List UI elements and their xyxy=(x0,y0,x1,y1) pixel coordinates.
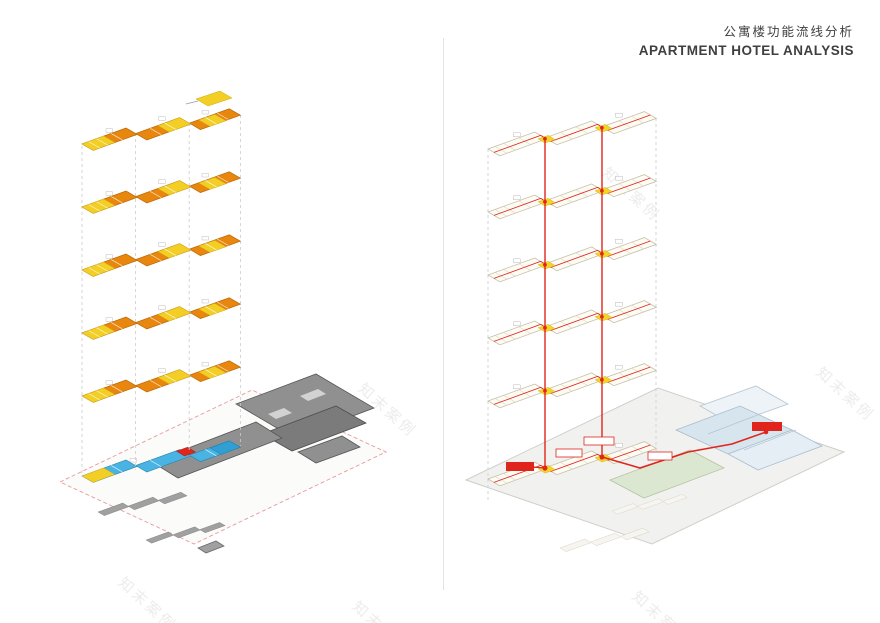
circulation-tag xyxy=(555,448,583,458)
function-zone-blue xyxy=(209,440,241,455)
hotel-room-block xyxy=(727,429,823,471)
circulation-tag xyxy=(506,462,534,471)
room-divider-line xyxy=(150,460,162,467)
roof-connector-line xyxy=(185,100,199,105)
floor-plate xyxy=(82,361,240,403)
floor-plate xyxy=(82,172,240,214)
floor-plate xyxy=(488,301,656,345)
circulation-tag xyxy=(647,451,673,461)
ground-plan-right xyxy=(464,385,846,552)
left-diagram xyxy=(58,90,388,554)
right-diagram xyxy=(464,112,846,552)
apartment-ground-floor xyxy=(81,440,241,483)
function-zone-yellow xyxy=(81,467,116,483)
low-building-block xyxy=(197,540,225,554)
floor-plate xyxy=(82,109,240,151)
room-divider-line xyxy=(707,413,761,435)
title-english: APARTMENT HOTEL ANALYSIS xyxy=(638,42,854,58)
floor-plate xyxy=(82,235,240,277)
floor-plate xyxy=(82,298,240,340)
room-divider-line xyxy=(110,465,123,473)
floor-label-box xyxy=(129,458,137,463)
ground-plan-left xyxy=(58,373,388,554)
building-block xyxy=(297,435,361,464)
circulation-tag xyxy=(583,436,615,446)
roof-piece xyxy=(195,90,233,107)
room-divider-line xyxy=(205,449,217,457)
ground-circulation-path xyxy=(601,431,767,469)
circulation-tag xyxy=(752,422,782,431)
function-zone-red xyxy=(175,446,197,457)
roof-detail xyxy=(300,389,326,401)
low-building-ribbon xyxy=(559,527,650,552)
title-chinese: 公寓楼功能流线分析 xyxy=(723,25,854,39)
building-block xyxy=(261,405,367,452)
building-block xyxy=(235,373,375,439)
roof-detail xyxy=(268,408,292,419)
floor-plate xyxy=(488,238,656,282)
floor-plate xyxy=(488,112,656,156)
page-title: 公寓楼功能流线分析 APARTMENT HOTEL ANALYSIS xyxy=(639,24,854,60)
center-divider xyxy=(443,38,444,590)
room-divider-line xyxy=(743,429,797,451)
floor-plate xyxy=(488,175,656,219)
